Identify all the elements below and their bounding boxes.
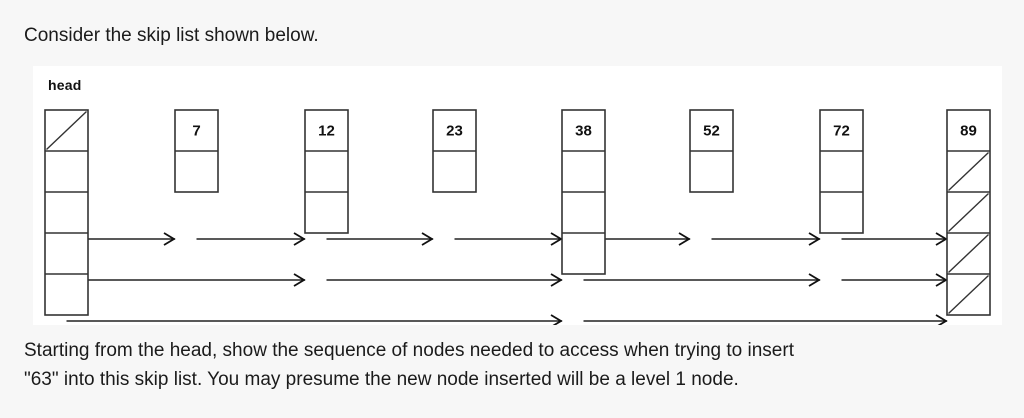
node-key-label: 7 [192,122,200,139]
arrow-head-icon [550,273,563,287]
arrow-head-icon [808,273,821,287]
outro-line-1: Starting from the head, show the sequenc… [24,340,794,361]
null-pointer-slash-icon [46,110,87,151]
arrow-head-icon [935,273,948,287]
node-box [304,109,349,234]
node-box [819,109,864,234]
link-level2-n38-to-n72 [583,273,821,287]
arrow-head-icon [808,232,821,246]
node-key-label: 38 [575,122,592,139]
node-38: 38 [561,109,606,275]
skip-list-graphic: 7 12 23 38 52 72 89 [44,109,991,325]
node-72: 72 [819,109,864,234]
arrow-head-icon [550,232,563,246]
arrow-head-icon [163,232,176,246]
intro-text: Consider the skip list shown below. [24,25,319,46]
node-23: 23 [432,109,477,193]
link-level3-head-to-n38 [66,314,563,325]
arrow-head-icon [935,232,948,246]
node-89: 89 [946,109,991,316]
link-level1-n7-to-n12 [196,232,306,246]
node-head [44,109,89,316]
node-key-label: 23 [446,122,463,139]
null-pointer-slash-icon [948,151,989,192]
link-level1-n72-to-n89 [841,232,948,246]
arrow-head-icon [550,314,563,325]
link-level2-head-to-n12 [66,273,306,287]
node-box [44,109,89,316]
node-12: 12 [304,109,349,234]
head-label: head [48,77,82,93]
node-key-label: 72 [833,122,850,139]
link-level2-n72-to-n89 [841,273,948,287]
outro-text: Starting from the head, show the sequenc… [24,336,1004,394]
link-level1-n52-to-n72 [711,232,821,246]
node-key-label: 12 [318,122,335,139]
link-level1-n23-to-n38 [454,232,563,246]
arrow-head-icon [678,232,691,246]
null-pointer-slash-icon [948,192,989,233]
arrow-head-icon [421,232,434,246]
null-pointer-slash-icon [948,274,989,315]
skip-list-diagram-panel: head 7 12 23 38 52 72 89 [33,66,1002,325]
arrow-head-icon [293,232,306,246]
null-pointer-slash-icon [948,233,989,274]
node-7: 7 [174,109,219,193]
outro-line-2: "63" into this skip list. You may presum… [24,369,739,390]
arrow-head-icon [293,273,306,287]
node-52: 52 [689,109,734,193]
node-key-label: 52 [703,122,720,139]
link-level2-n12-to-n38 [326,273,563,287]
arrow-head-icon [935,314,948,325]
link-level3-n38-to-n89 [583,314,948,325]
link-level1-n12-to-n23 [326,232,434,246]
node-key-label: 89 [960,122,977,139]
